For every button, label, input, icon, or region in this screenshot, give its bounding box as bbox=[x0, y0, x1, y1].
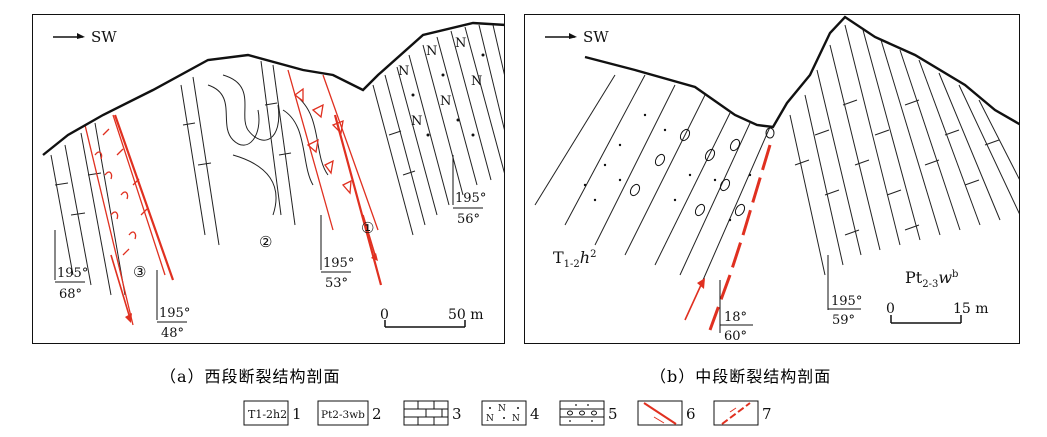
legend-item-4: N N N 4 bbox=[481, 400, 540, 426]
legend: T1-2h2 1 Pt2-3wb 2 3 N N N 4 bbox=[242, 397, 802, 429]
svg-text:56°: 56° bbox=[457, 212, 480, 227]
svg-text:195°: 195° bbox=[455, 191, 486, 206]
direction-label: SW bbox=[583, 28, 609, 46]
attitude-symbol-1: 195° 56° bbox=[452, 155, 486, 227]
svg-text:59°: 59° bbox=[832, 313, 855, 328]
svg-text:N: N bbox=[398, 64, 409, 79]
svg-text:60°: 60° bbox=[724, 329, 747, 344]
topography-line bbox=[42, 21, 504, 156]
svg-text:195°: 195° bbox=[159, 306, 190, 321]
svg-text:195°: 195° bbox=[831, 294, 862, 309]
svg-text:N: N bbox=[498, 404, 506, 414]
attitude-symbol-b1: 18° 60° bbox=[719, 280, 753, 344]
n-dot-unit: N N N N N N bbox=[398, 36, 485, 137]
legend-item-3: 3 bbox=[403, 400, 462, 426]
svg-text:48°: 48° bbox=[161, 326, 184, 341]
fault-label-3: ③ bbox=[133, 263, 146, 281]
direction-arrow-icon bbox=[53, 33, 85, 39]
svg-text:N: N bbox=[486, 414, 494, 424]
fault-line-3 bbox=[113, 114, 175, 281]
svg-text:N: N bbox=[426, 44, 437, 59]
svg-text:53°: 53° bbox=[325, 276, 348, 291]
svg-text:18°: 18° bbox=[724, 310, 747, 325]
svg-text:N: N bbox=[471, 74, 482, 89]
svg-text:5: 5 bbox=[608, 405, 618, 423]
panel-b-drawing: SW bbox=[534, 15, 1019, 344]
svg-text:195°: 195° bbox=[57, 266, 88, 281]
panel-b-middle-section: SW bbox=[524, 14, 1020, 344]
unit-label-right: Pt2-3wb bbox=[905, 268, 958, 290]
fault-label-2: ② bbox=[259, 233, 272, 251]
svg-text:3: 3 bbox=[452, 405, 462, 423]
fault-arrow-1-icon bbox=[362, 214, 378, 261]
svg-text:N: N bbox=[455, 36, 466, 51]
topography-line bbox=[584, 15, 1019, 129]
svg-text:2: 2 bbox=[372, 405, 382, 423]
svg-text:Pt2-3wb: Pt2-3wb bbox=[321, 409, 365, 421]
dot-pattern bbox=[583, 113, 752, 222]
caption-b: （b）中段断裂结构剖面 bbox=[650, 367, 832, 386]
svg-text:0: 0 bbox=[380, 307, 389, 323]
strata-lines bbox=[534, 24, 1019, 281]
fault-label-1: ① bbox=[361, 219, 374, 237]
legend-item-7: 7 bbox=[713, 400, 772, 426]
fault-arrow-b-icon bbox=[684, 278, 705, 321]
svg-text:68°: 68° bbox=[59, 287, 82, 302]
conglomerate-pattern bbox=[629, 127, 775, 217]
svg-text:T1-2h2: T1-2h2 bbox=[248, 408, 287, 421]
direction-arrow-icon bbox=[545, 33, 577, 39]
svg-text:N: N bbox=[411, 114, 422, 129]
attitude-symbol-3: 195° 68° bbox=[54, 230, 88, 302]
scale-bar-b: 0 15 m bbox=[886, 301, 989, 324]
panel-a-west-section: SW bbox=[32, 14, 505, 344]
attitude-symbol-b2: 195° 59° bbox=[827, 255, 862, 328]
strata-lines bbox=[50, 24, 504, 296]
legend-item-5: 5 bbox=[559, 400, 618, 426]
attitude-symbol-2: 195° 53° bbox=[320, 215, 354, 291]
fault-line-b bbox=[708, 144, 772, 331]
attitude-symbol-4: 195° 48° bbox=[156, 270, 190, 341]
svg-text:7: 7 bbox=[762, 405, 772, 423]
svg-text:15 m: 15 m bbox=[953, 301, 989, 317]
legend-drawing: T1-2h2 1 Pt2-3wb 2 3 N N N 4 bbox=[243, 400, 772, 426]
legend-item-6: 6 bbox=[637, 400, 696, 426]
svg-text:6: 6 bbox=[686, 405, 696, 423]
panel-a-drawing: SW bbox=[42, 21, 504, 341]
direction-label: SW bbox=[91, 28, 117, 46]
svg-text:195°: 195° bbox=[323, 256, 354, 271]
legend-item-1: T1-2h2 1 bbox=[243, 400, 302, 426]
svg-text:4: 4 bbox=[530, 405, 540, 423]
legend-item-2: Pt2-3wb 2 bbox=[317, 400, 382, 426]
svg-text:N: N bbox=[512, 414, 520, 424]
fault-arrow-3-icon bbox=[110, 254, 132, 323]
scale-bar-a: 0 50 m bbox=[380, 307, 484, 328]
svg-text:0: 0 bbox=[886, 301, 895, 317]
caption-a: （a）西段断裂结构剖面 bbox=[160, 367, 341, 386]
fault-zone-1 bbox=[287, 69, 379, 231]
unit-label-left: T1-2h2 bbox=[553, 248, 596, 270]
svg-text:50 m: 50 m bbox=[448, 307, 484, 323]
svg-text:1: 1 bbox=[292, 405, 302, 423]
svg-text:N: N bbox=[440, 94, 451, 109]
